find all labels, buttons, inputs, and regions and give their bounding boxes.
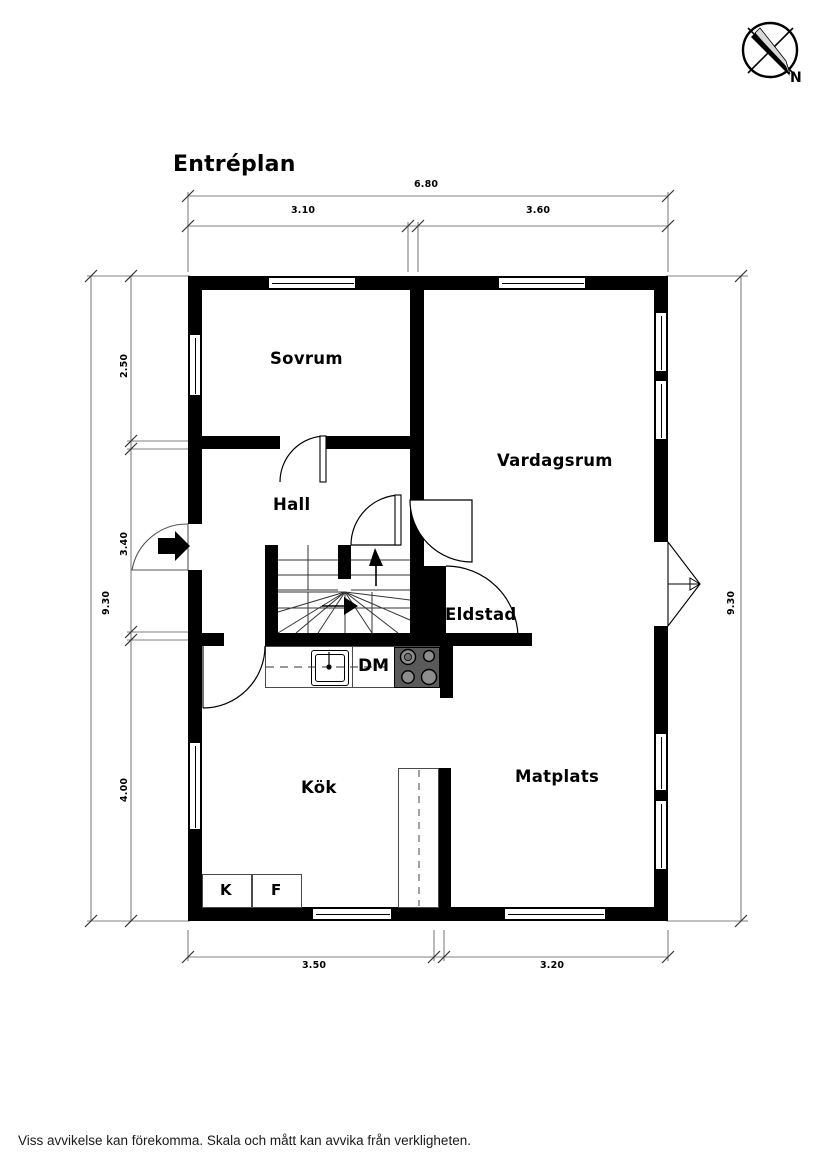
door-opening-entrance — [188, 524, 202, 570]
dim-top-left: 3.10 — [291, 205, 316, 216]
interior-wall-sovrum-bottom-right — [326, 436, 424, 449]
cabinet-fridge — [202, 874, 252, 908]
room-label-kok: Kök — [301, 778, 337, 797]
window-bottom-matplats — [504, 908, 606, 920]
cooktop-burners-icon — [399, 648, 438, 686]
balcony-double-door — [667, 541, 701, 627]
wall-jog-hall-left — [202, 633, 224, 646]
stair-top-door — [350, 494, 402, 546]
room-label-hall: Hall — [273, 495, 311, 514]
entrance-arrow-icon — [158, 531, 190, 561]
appliance-label-fridge: K — [220, 881, 232, 899]
dim-top-right: 3.60 — [526, 205, 551, 216]
stair-wall-mid — [338, 545, 351, 579]
room-label-sovrum: Sovrum — [270, 349, 343, 368]
counter-end-wall — [440, 646, 453, 698]
room-label-vardagsrum: Vardagsrum — [497, 451, 613, 470]
door-opening-right-wall — [654, 542, 668, 626]
eldstad-block — [410, 566, 446, 646]
interior-wall-sovrum-bottom-left — [202, 436, 280, 449]
compass-north-label: N — [790, 70, 802, 86]
window-left-sovrum — [189, 334, 201, 396]
stair-arrow-up-icon — [369, 548, 383, 586]
window-right-matplats-lower — [655, 800, 667, 870]
page-title: Entréplan — [173, 152, 296, 177]
cabinet-freezer — [252, 874, 302, 908]
window-right-vardagsrum-upper — [655, 312, 667, 372]
stair-arrow-right-icon — [322, 597, 358, 615]
window-top-vardagsrum — [498, 277, 586, 289]
dim-top-overall: 6.80 — [414, 179, 439, 190]
window-right-matplats-upper — [655, 733, 667, 791]
eldstad-arc — [445, 565, 519, 639]
window-bottom-kok — [312, 908, 392, 920]
room-label-eldstad: Eldstad — [445, 605, 517, 624]
eldstad-hearth-wall — [424, 633, 532, 646]
window-top-sovrum — [268, 277, 356, 289]
hall-vardagsrum-door-left — [409, 499, 473, 563]
disclaimer-caption: Viss avvikelse kan förekomma. Skala och … — [18, 1133, 471, 1148]
kok-door-swing — [202, 645, 266, 709]
window-right-vardagsrum-lower — [655, 380, 667, 440]
stair-wall-bottom — [265, 633, 424, 646]
dim-bottom-right: 3.20 — [540, 960, 565, 971]
partition-wall-kok-matplats — [438, 768, 451, 921]
window-left-kok — [189, 742, 201, 830]
appliance-label-freezer: F — [271, 881, 282, 899]
sink-tap-icon — [326, 652, 332, 670]
appliance-label-dishwasher: DM — [358, 656, 390, 676]
room-label-matplats: Matplats — [515, 767, 600, 786]
dim-bottom-left: 3.50 — [302, 960, 327, 971]
sovrum-door — [279, 435, 327, 483]
staircase — [277, 545, 411, 634]
stair-wall-left — [265, 545, 278, 640]
